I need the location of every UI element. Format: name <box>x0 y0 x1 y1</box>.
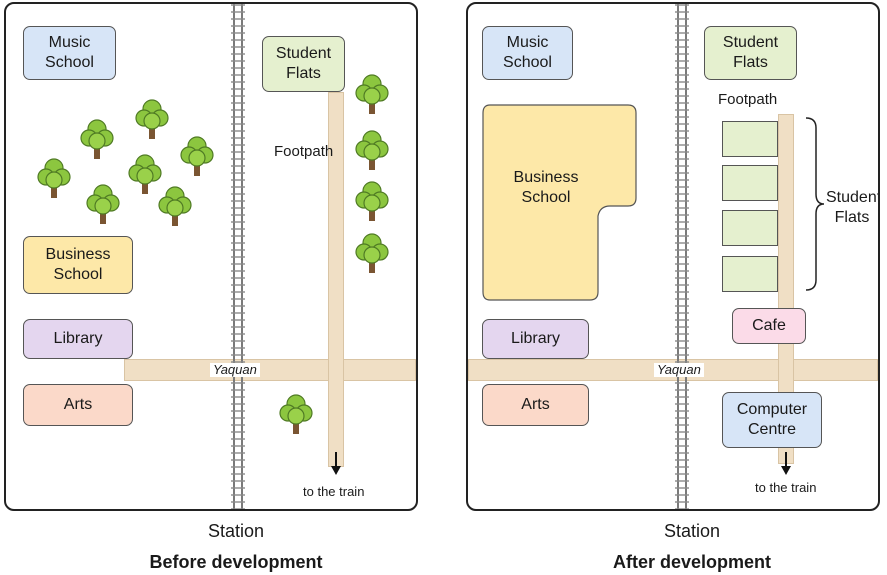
to-train-label: to the train <box>755 480 817 495</box>
cafe: Cafe <box>732 308 806 344</box>
tree-icon <box>37 158 71 199</box>
student-flats: Student Flats <box>704 26 797 80</box>
tree-icon <box>355 74 389 115</box>
tree-icon <box>86 184 120 225</box>
tree-icon <box>355 181 389 222</box>
road-label: Yaquan <box>210 363 260 377</box>
yaquan-road <box>124 359 416 381</box>
tree-icon <box>158 186 192 227</box>
arrow-down-icon <box>331 452 341 475</box>
tree-icon <box>80 119 114 160</box>
tree-icon <box>128 154 162 195</box>
computer-centre: Computer Centre <box>722 392 822 448</box>
tree-icon <box>279 394 313 435</box>
station-label-before: Station <box>207 521 265 541</box>
arts: Arts <box>23 384 133 426</box>
tree-icon <box>355 130 389 171</box>
to-train-label: to the train <box>303 484 365 499</box>
music-school: Music School <box>482 26 573 80</box>
brace-icon <box>805 117 825 291</box>
student-flat <box>722 121 778 157</box>
before-caption: Before development <box>149 552 323 572</box>
after-map: Yaquan Music School Student Flats Busine… <box>466 2 880 511</box>
railway-track <box>675 4 689 509</box>
student-flat <box>722 165 778 201</box>
library: Library <box>23 319 133 359</box>
road-label: Yaquan <box>654 363 704 377</box>
after-caption: After development <box>612 552 772 572</box>
library: Library <box>482 319 589 359</box>
student-flats: Student Flats <box>262 36 345 92</box>
footpath-label: Footpath <box>718 91 778 108</box>
before-map: Yaquan Music School Student Flats Busine… <box>4 2 418 511</box>
station-label-after: Station <box>663 521 721 541</box>
arrow-down-icon <box>781 452 791 475</box>
music-school: Music School <box>23 26 116 80</box>
tree-icon <box>355 233 389 274</box>
student-flat <box>722 256 778 292</box>
business-school: Business School <box>23 236 133 294</box>
business-school <box>482 104 637 301</box>
tree-icon <box>180 136 214 177</box>
tree-icon <box>135 99 169 140</box>
arts: Arts <box>482 384 589 426</box>
student-flat <box>722 210 778 246</box>
student-flats-group-label: Student Flats <box>826 189 880 226</box>
business-school-label: Business School <box>513 169 579 206</box>
railway-track <box>231 4 245 509</box>
footpath-label: Footpath <box>274 143 334 160</box>
